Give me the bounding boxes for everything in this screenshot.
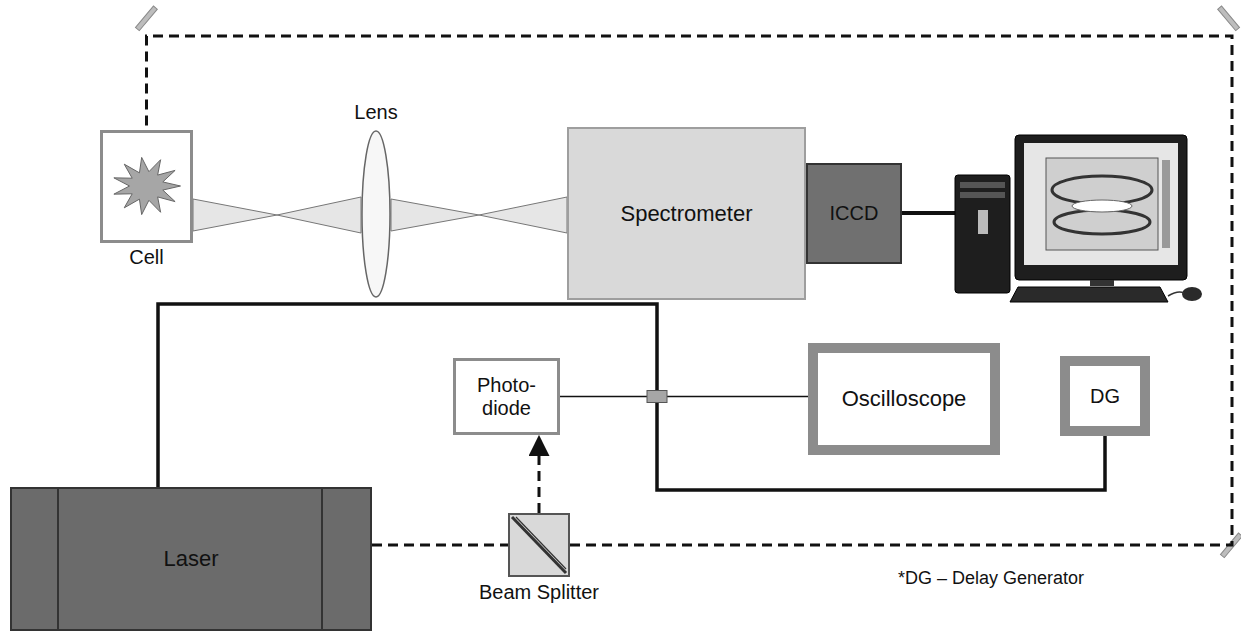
light-cone xyxy=(391,197,567,233)
node-label: Cell xyxy=(129,246,163,269)
screen-colorbar xyxy=(1162,160,1170,248)
monitor-stand xyxy=(1090,280,1114,286)
drive-bay xyxy=(960,182,1005,188)
photodiode-box: Photo- diode xyxy=(453,358,560,435)
bnc-junction xyxy=(647,391,667,403)
computer-tower xyxy=(955,175,1010,293)
light-cone xyxy=(193,197,361,233)
lens-shape xyxy=(362,131,390,297)
node-label: DG xyxy=(1090,385,1120,408)
node-label: Spectrometer xyxy=(620,201,752,226)
node-label: Oscilloscope xyxy=(842,386,967,411)
node-label: Photo- diode xyxy=(467,374,547,420)
node-label: Lens xyxy=(354,101,397,124)
node-label: ICCD xyxy=(830,202,879,225)
mouse-cable xyxy=(1168,292,1184,296)
sample-cell: Cell xyxy=(100,130,193,243)
laser-beam xyxy=(372,544,508,547)
laser-segment-line xyxy=(57,489,59,629)
monitor xyxy=(1015,135,1187,280)
screen-plot-contour xyxy=(1072,200,1132,212)
spectrometer-box: Spectrometer xyxy=(567,127,806,300)
mouse xyxy=(1182,287,1202,301)
mirror xyxy=(1218,6,1240,31)
plasma-illustration xyxy=(103,133,190,240)
data-cable xyxy=(902,211,956,215)
laser-box: Laser xyxy=(10,487,372,631)
beam-splitter-cube xyxy=(510,515,568,575)
laser-beam xyxy=(147,36,1233,545)
signal-wire xyxy=(560,396,808,398)
footnote: *DG – Delay Generator xyxy=(898,568,1084,589)
node-label: Laser xyxy=(163,546,218,571)
drive-bay xyxy=(960,192,1005,198)
plasma-spark xyxy=(114,157,181,214)
screen-plot xyxy=(1046,158,1158,250)
keyboard xyxy=(1010,287,1168,302)
laser-segment-line xyxy=(321,489,323,629)
splitter-diagonal xyxy=(516,517,566,569)
lens-outline xyxy=(361,130,391,298)
lens: Lens xyxy=(361,130,391,298)
delay-generator-box: DG xyxy=(1060,356,1150,436)
splitter-diagonal xyxy=(512,517,566,573)
front-panel xyxy=(978,210,988,234)
signal-wire xyxy=(158,304,1105,490)
iccd-camera: ICCD xyxy=(806,163,902,264)
monitor-screen xyxy=(1024,143,1178,265)
oscilloscope-box: Oscilloscope xyxy=(808,343,1000,455)
mirror xyxy=(135,6,157,31)
node-label: Beam Splitter xyxy=(479,581,599,604)
laser-beam xyxy=(538,437,541,513)
beam-splitter: Beam Splitter xyxy=(508,513,570,577)
screen-plot-contour xyxy=(1054,210,1150,234)
